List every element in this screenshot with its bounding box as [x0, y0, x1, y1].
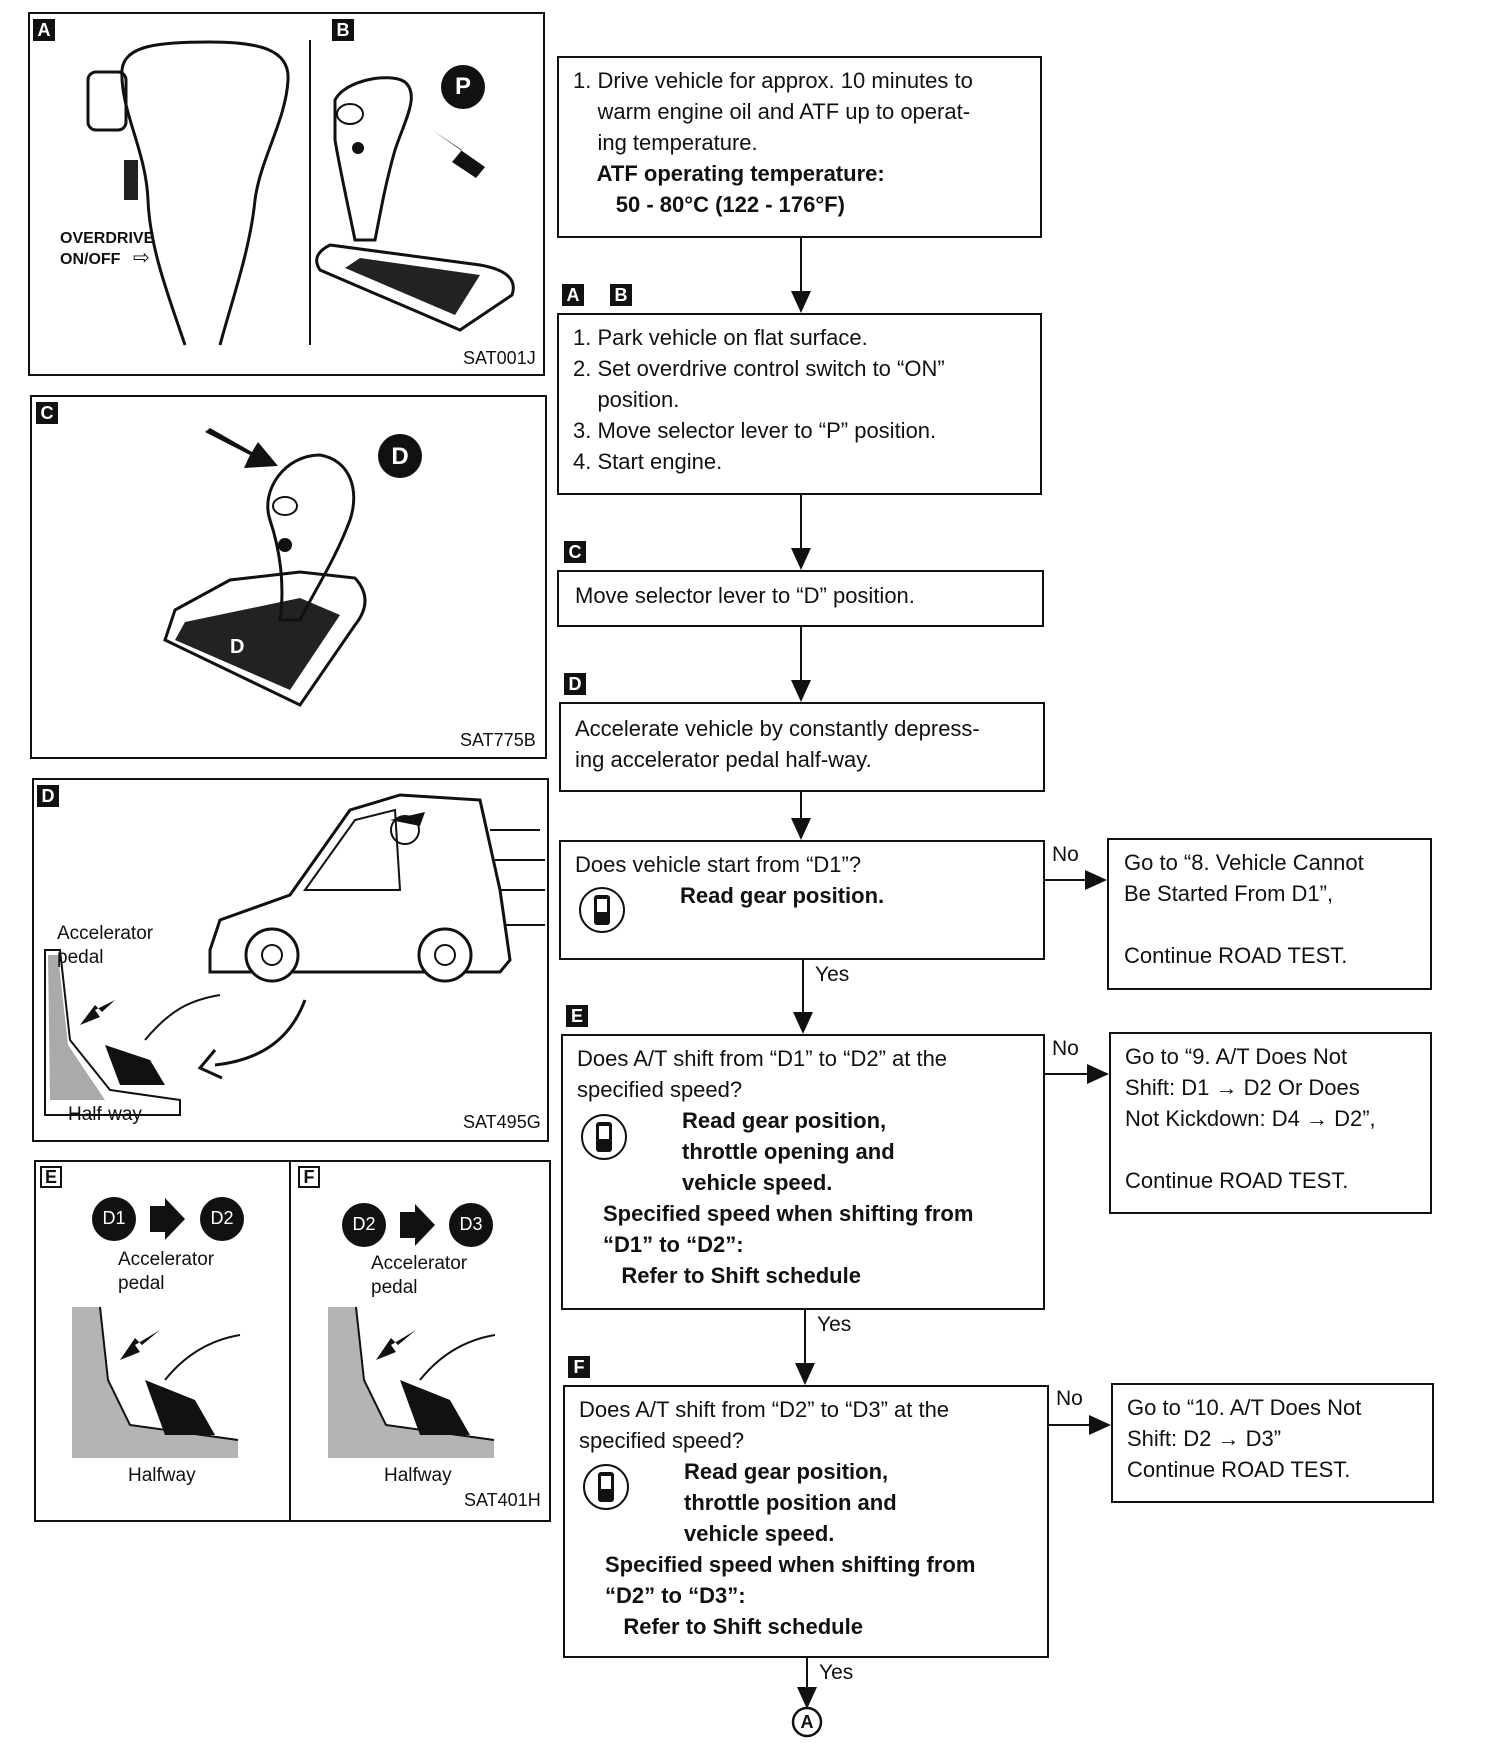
step-park-line-4: 3. Move selector lever to “P” position. [573, 418, 937, 443]
panel-a-tag: A [33, 19, 55, 41]
step-park-tag-a: A [562, 284, 584, 306]
no-shift-d1-d2-line-3: Not Kickdown: D4 → D2”, [1125, 1106, 1376, 1131]
q-shift-d1-d2-no-label: No [1052, 1037, 1079, 1060]
panel-f-tag: F [298, 1166, 320, 1188]
atf-temp-heading: ATF operating temperature: [573, 161, 885, 186]
step-warm-up-line-2: warm engine oil and ATF up to operat- [573, 99, 971, 124]
step-park-tag-b: B [610, 284, 632, 306]
q-shift-d1-d2-spec-3: Refer to Shift schedule [603, 1263, 861, 1288]
step-accelerate-box [559, 702, 1045, 792]
q-start-d1-yes-label: Yes [815, 963, 850, 986]
halfway-label-e: Halfway [128, 1465, 196, 1486]
no-start-d1-line-2: Be Started From D1”, [1124, 881, 1334, 906]
e-from-badge: D1 [102, 1208, 126, 1228]
step-selector-text: Move selector lever to “D” position. [575, 583, 915, 608]
q-shift-d2-d3-read-1: Read gear position, [684, 1459, 889, 1484]
continuation-connector: A [800, 1712, 814, 1732]
f-to-badge: D3 [459, 1214, 483, 1234]
consult-icon [578, 886, 626, 934]
no-shift-d1-d2-box [1109, 1032, 1432, 1214]
step-warm-up-box [557, 56, 1042, 238]
accelerator-pedal-label: Accelerator pedal [57, 923, 154, 968]
consult-icon [580, 1113, 628, 1161]
q-shift-d1-d2-read-1: Read gear position, [682, 1108, 887, 1133]
step-park-box [557, 313, 1042, 495]
atf-temp-value: 50 - 80°C (122 - 176°F) [573, 192, 845, 217]
q-shift-d2-d3-spec-1: Specified speed when shifting from [605, 1552, 976, 1577]
panel-ef-divider [289, 1160, 291, 1522]
q-shift-d2-d3-spec-2: “D2” to “D3”: [605, 1583, 746, 1608]
q-shift-d1-d2-yes-label: Yes [817, 1313, 852, 1336]
d-position-badge: D [391, 443, 409, 470]
q-start-d1-box [559, 840, 1045, 960]
q-shift-d2-d3-line-2: specified speed? [579, 1428, 745, 1453]
step-accelerate-tag: D [564, 673, 586, 695]
panel-ef-code: SAT401H [464, 1490, 541, 1510]
no-shift-d1-d2-line-5: Continue ROAD TEST. [1125, 1168, 1349, 1193]
step-park-line-5: 4. Start engine. [573, 449, 723, 474]
no-start-d1-line-4: Continue ROAD TEST. [1124, 943, 1348, 968]
panel-c [30, 395, 547, 759]
q-shift-d1-d2-line-2: specified speed? [577, 1077, 743, 1102]
overdrive-arrow-icon: ⇨ [133, 247, 150, 269]
step-park-line-2: 2. Set overdrive control switch to “ON” [573, 356, 945, 381]
halfway-label: Half-way [68, 1104, 142, 1125]
e-to-badge: D2 [210, 1208, 234, 1228]
q-shift-d2-d3-box [563, 1385, 1049, 1658]
consult-icon [582, 1463, 630, 1511]
q-shift-d1-d2-spec-2: “D1” to “D2”: [603, 1232, 744, 1257]
q-shift-d2-d3-yes-label: Yes [819, 1661, 854, 1684]
panel-c-tag: C [36, 402, 58, 424]
q-shift-d2-d3-tag: F [568, 1356, 590, 1378]
q-shift-d1-d2-read-3: vehicle speed. [682, 1170, 833, 1195]
q-start-d1-instruction: Read gear position. [680, 883, 885, 908]
step-warm-up-line-1: 1. Drive vehicle for approx. 10 minutes … [573, 68, 973, 93]
q-shift-d1-d2-tag: E [566, 1005, 588, 1027]
no-start-d1-box [1107, 838, 1432, 990]
no-shift-d2-d3-line-2: Shift: D2 → D3” [1127, 1426, 1282, 1451]
panel-e-tag: E [40, 1166, 62, 1188]
panel-ab-code: SAT001J [463, 348, 536, 368]
q-shift-d1-d2-read-2: throttle opening and [682, 1139, 895, 1164]
panel-d-tag: D [37, 785, 59, 807]
step-selector-tag: C [564, 541, 586, 563]
panel-c-code: SAT775B [460, 730, 536, 750]
step-warm-up-line-3: ing temperature. [573, 130, 758, 155]
q-shift-d1-d2-box [561, 1034, 1045, 1310]
q-shift-d2-d3-line-1: Does A/T shift from “D2” to “D3” at the [579, 1397, 950, 1422]
q-start-d1-question: Does vehicle start from “D1”? [575, 852, 862, 877]
overdrive-label: OVERDRIVE ON/OFF [60, 230, 155, 268]
q-shift-d1-d2-spec-1: Specified speed when shifting from [603, 1201, 974, 1226]
panel-ab [28, 12, 545, 376]
accelerator-pedal-label-f: Accelerator pedal [371, 1253, 468, 1298]
no-shift-d1-d2-line-1: Go to “9. A/T Does Not [1125, 1044, 1348, 1069]
step-accelerate-line-2: ing accelerator pedal half-way. [575, 747, 872, 772]
panel-b-tag: B [332, 19, 354, 41]
accelerator-pedal-label-e: Accelerator pedal [118, 1249, 215, 1294]
step-selector-box [557, 570, 1044, 627]
no-shift-d1-d2-line-2: Shift: D1 → D2 Or Does [1125, 1075, 1360, 1100]
no-start-d1-line-1: Go to “8. Vehicle Cannot [1124, 850, 1364, 875]
step-accelerate-line-1: Accelerate vehicle by constantly depress… [575, 716, 980, 741]
p-position-badge: P [454, 73, 471, 100]
f-from-badge: D2 [352, 1214, 376, 1234]
q-shift-d2-d3-read-3: vehicle speed. [684, 1521, 835, 1546]
no-shift-d2-d3-box [1111, 1383, 1434, 1503]
no-shift-d2-d3-line-3: Continue ROAD TEST. [1127, 1457, 1351, 1482]
q-start-d1-no-label: No [1052, 843, 1079, 866]
q-shift-d2-d3-no-label: No [1056, 1387, 1083, 1410]
q-shift-d2-d3-read-2: throttle position and [684, 1490, 897, 1515]
no-shift-d2-d3-line-1: Go to “10. A/T Does Not [1127, 1395, 1362, 1420]
halfway-label-f: Halfway [384, 1465, 452, 1486]
q-shift-d2-d3-spec-3: Refer to Shift schedule [605, 1614, 863, 1639]
step-park-line-3: position. [573, 387, 680, 412]
q-shift-d1-d2-line-1: Does A/T shift from “D1” to “D2” at the [577, 1046, 948, 1071]
panel-d-code: SAT495G [463, 1112, 541, 1132]
step-park-line-1: 1. Park vehicle on flat surface. [573, 325, 868, 350]
gate-letter: D [230, 636, 245, 658]
